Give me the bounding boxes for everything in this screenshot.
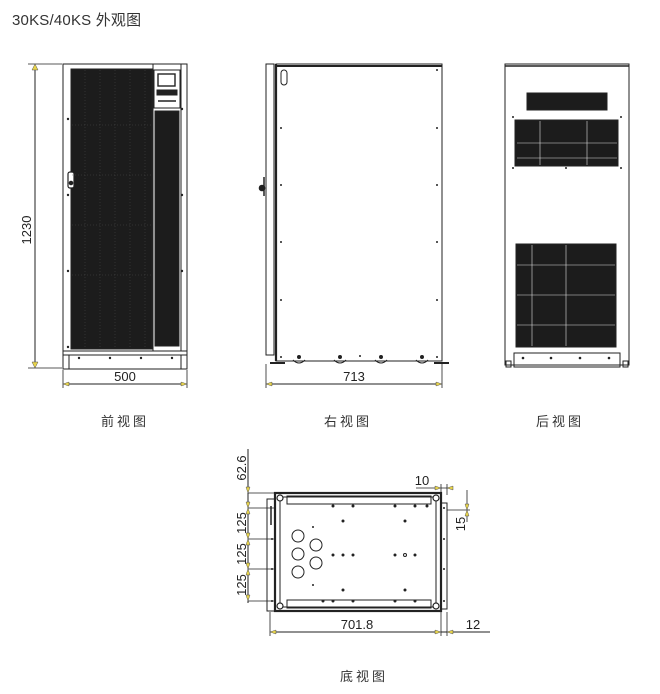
bottom-right-margin-dim: 12 [466, 617, 480, 632]
front-view-caption: 前视图 [101, 415, 150, 430]
front-height-dim: 1230 [19, 216, 34, 245]
bottom-pitch-3-dim: 125 [234, 574, 249, 596]
rear-view-caption: 后视图 [536, 415, 585, 430]
right-view-caption: 右视图 [324, 415, 373, 430]
page-title: 30KS/40KS 外观图 [12, 12, 142, 29]
bottom-side-offset-dim: 10 [415, 473, 429, 488]
bottom-width-dim: 701.8 [341, 617, 374, 632]
front-width-dim: 500 [114, 369, 136, 384]
bottom-pitch-1-dim: 125 [234, 512, 249, 534]
bottom-top-offset-dim: 62.6 [234, 455, 249, 480]
bottom-corner-offset-dim: 15 [453, 517, 468, 531]
right-depth-dim: 713 [343, 369, 365, 384]
bottom-view-caption: 底视图 [340, 670, 389, 685]
bottom-pitch-2-dim: 125 [234, 543, 249, 565]
